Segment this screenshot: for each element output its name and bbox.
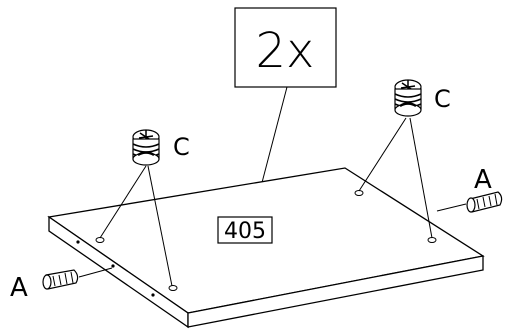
- leader-a-left: [78, 267, 113, 278]
- edge-hole: [76, 240, 80, 244]
- callout-c-left: C: [173, 133, 190, 161]
- edge-hole: [151, 293, 155, 297]
- callout-c-right: C: [434, 85, 451, 113]
- edge-hole: [111, 264, 115, 268]
- callout-a-left: A: [10, 273, 28, 303]
- leader-c-left-2: [147, 165, 173, 287]
- quantity-label: 2x: [256, 23, 315, 79]
- cam-lock-icon: [394, 79, 422, 117]
- leader-c-right-1: [358, 117, 407, 192]
- leader-a-right: [436, 203, 467, 212]
- wooden-dowel-icon: [42, 269, 79, 290]
- callout-a-right: A: [474, 165, 492, 195]
- cam-hole-left-back: [168, 285, 178, 291]
- quantity-callout: 2x: [234, 7, 337, 88]
- cam-lock-icon: [132, 129, 160, 166]
- leader-c-left-1: [99, 165, 147, 239]
- part-number-callout: 405: [217, 216, 273, 244]
- cam-hole-right-back: [354, 190, 364, 196]
- cam-hole-right-front: [427, 237, 437, 243]
- part-number-label: 405: [224, 219, 266, 244]
- wooden-dowel-icon: [466, 191, 503, 213]
- board-panel: [47, 167, 485, 329]
- cam-hole-left-front: [95, 237, 105, 243]
- leader-c-right-2: [409, 117, 433, 239]
